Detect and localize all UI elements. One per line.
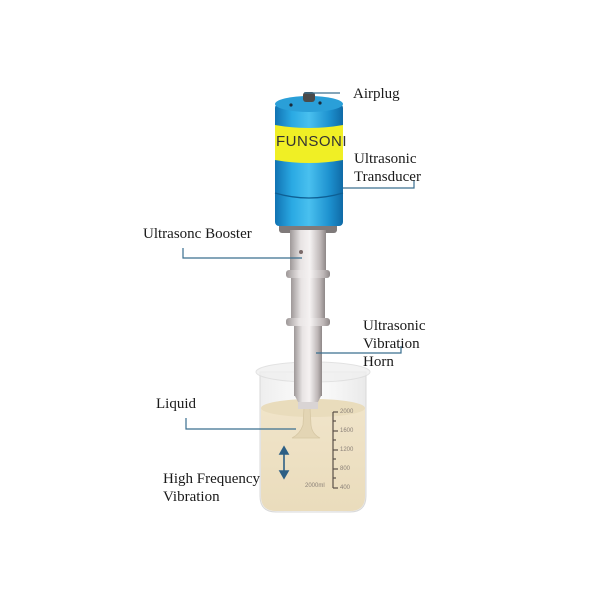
transducer-label-line2: Transducer	[354, 169, 421, 185]
horn-label-line3: Horn	[363, 354, 394, 370]
vibration-label-line2: Vibration	[163, 489, 220, 505]
scale-tick-2000: 2000	[340, 409, 354, 415]
scale-tick-400: 400	[340, 485, 351, 491]
transducer	[274, 92, 344, 226]
brand-text: FUNSONI	[276, 133, 347, 150]
liquid-label: Liquid	[156, 396, 196, 412]
brand-band	[275, 125, 343, 163]
scale-tick-1200: 1200	[340, 447, 354, 453]
booster	[279, 223, 337, 278]
transducer-label-line1: Ultrasonic	[354, 151, 417, 167]
vibration-horn	[286, 270, 330, 409]
booster-label: Ultrasonc Booster	[143, 226, 252, 242]
vibration-arrow-icon	[278, 445, 290, 480]
horn-label-line2: Vibration	[363, 336, 420, 352]
horn-label-line1: Ultrasonic	[363, 318, 426, 334]
airplug-label: Airplug	[353, 86, 400, 102]
scale-tick-800: 800	[340, 466, 351, 472]
horn-tip	[291, 407, 321, 439]
scale-tick-1600: 1600	[340, 428, 354, 434]
beaker-scale	[332, 411, 338, 489]
leader-lines	[182, 92, 415, 430]
beaker-volume-label: 2000ml	[305, 483, 325, 489]
vibration-label-line1: High Frequency	[163, 471, 261, 487]
